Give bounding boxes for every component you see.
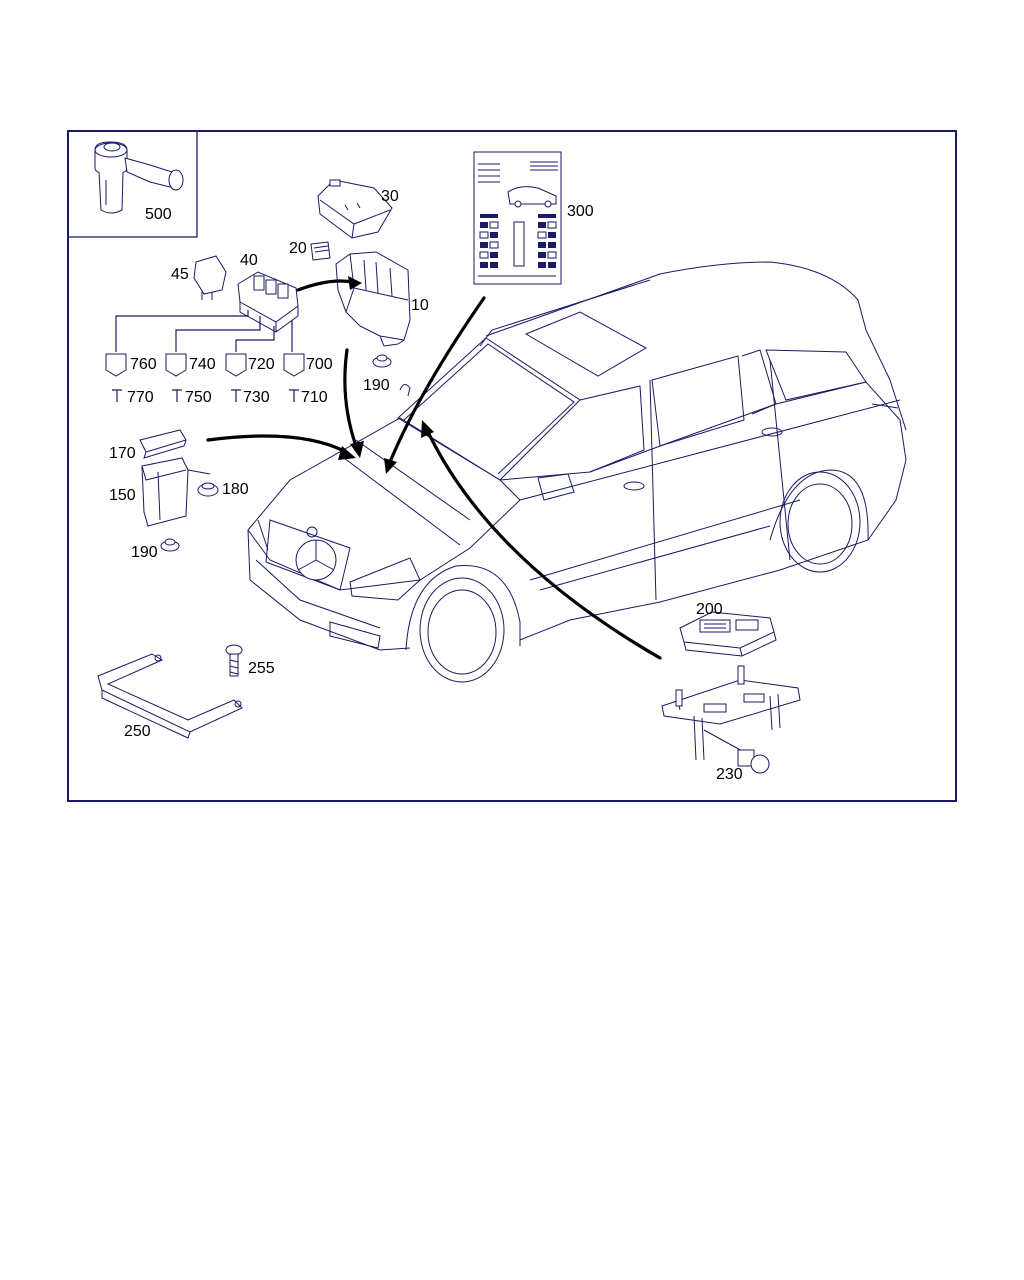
- screw-255: [225, 644, 243, 677]
- callout-770: 770: [127, 389, 154, 406]
- fuse-20: [310, 241, 331, 261]
- callout-190-lower: 190: [131, 544, 158, 561]
- callout-20: 20: [289, 240, 307, 257]
- fuse-box-cover-30: [317, 179, 393, 239]
- bracket-230: [661, 665, 801, 761]
- diagram-frame: [67, 130, 957, 802]
- connector-760: [105, 353, 127, 377]
- connector-740: [165, 353, 187, 377]
- callout-760: 760: [130, 356, 157, 373]
- wire-720: [235, 326, 275, 352]
- arrow-label-to-windshield: [388, 296, 486, 464]
- callout-230: 230: [716, 766, 743, 783]
- arrow-relaybox-to-fusebox: [296, 279, 354, 292]
- callout-40: 40: [240, 252, 258, 269]
- callout-30: 30: [381, 188, 399, 205]
- callout-300: 300: [567, 203, 594, 220]
- connector-720: [225, 353, 247, 377]
- arrowhead-5: [421, 420, 434, 438]
- cover-170: [139, 429, 187, 459]
- arrow-housing-to-hood: [206, 434, 348, 454]
- callout-200: 200: [696, 601, 723, 618]
- callout-740: 740: [189, 356, 216, 373]
- wire-760: [115, 310, 249, 352]
- callout-180: 180: [222, 481, 249, 498]
- callout-255: 255: [248, 660, 275, 677]
- arrow-fusebox-to-hood: [343, 348, 358, 448]
- callout-45: 45: [171, 266, 189, 283]
- terminal-730: [231, 389, 241, 402]
- callout-730: 730: [243, 389, 270, 406]
- callout-190-upper: 190: [363, 377, 390, 394]
- relay-45: [193, 255, 227, 300]
- callout-720: 720: [248, 356, 275, 373]
- callout-500: 500: [145, 206, 172, 223]
- grommet-190-lower: [160, 538, 180, 552]
- terminal-750: [172, 389, 182, 402]
- callout-750: 750: [185, 389, 212, 406]
- control-module-200: [679, 611, 777, 657]
- arrowhead-2: [350, 441, 364, 458]
- terminal-710: [289, 389, 299, 402]
- inset-box: [68, 131, 198, 238]
- callout-150: 150: [109, 487, 136, 504]
- grommet-180: [197, 482, 219, 497]
- bolt-230: [703, 729, 770, 774]
- terminal-770: [112, 389, 122, 402]
- callout-10: 10: [411, 297, 429, 314]
- callout-250: 250: [124, 723, 151, 740]
- arrow-module-to-windshield: [426, 430, 662, 660]
- fuse-box-housing-10: [335, 251, 411, 347]
- relay-box-40: [237, 271, 299, 333]
- pump-500: [94, 141, 184, 214]
- callout-710: 710: [301, 389, 328, 406]
- callout-700: 700: [306, 356, 333, 373]
- callout-170: 170: [109, 445, 136, 462]
- arrowhead-1: [348, 276, 362, 290]
- housing-150: [141, 457, 211, 527]
- grommet-190-upper: [372, 354, 392, 368]
- connector-700: [283, 353, 305, 377]
- vehicle-outline: [247, 261, 907, 683]
- pointer-arrows: [206, 276, 662, 660]
- label-sheet-300: [473, 151, 562, 285]
- wire-740: [175, 316, 261, 352]
- arrowhead-3: [338, 446, 356, 460]
- arrowhead-4: [384, 458, 397, 474]
- bracket-250: [97, 653, 243, 739]
